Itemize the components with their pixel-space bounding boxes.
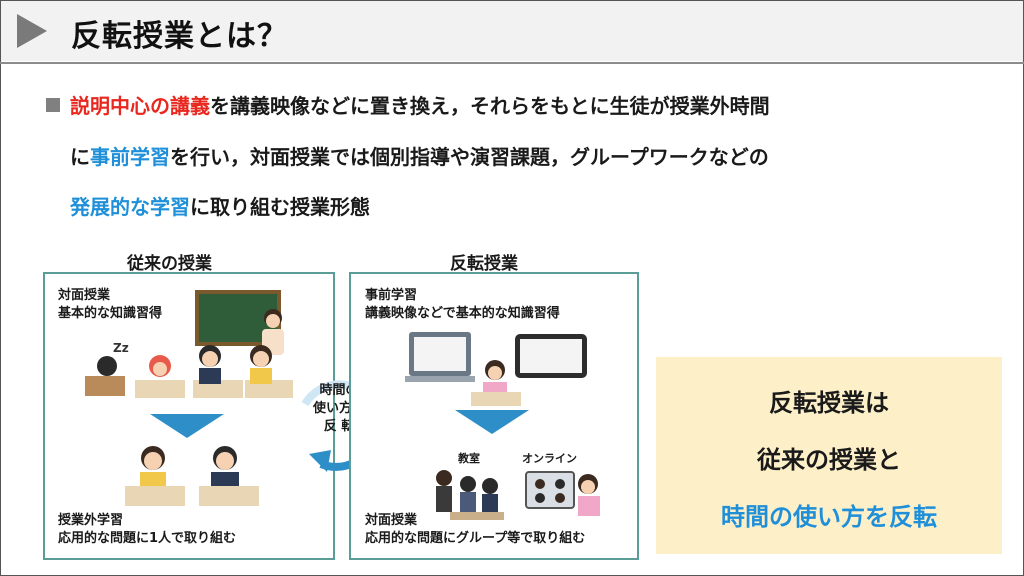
play-triangle-icon [17,14,47,48]
definition-text-2b: を行い，対面授業では個別指導や演習課題，グループワークなどの [170,145,769,169]
group-person-2 [460,476,476,492]
highlight-advanced-learning: 発展的な学習 [70,195,190,219]
group-work-illustration [436,470,600,520]
flipped-top-caption-1: 事前学習 [365,288,418,303]
sleep-z-icon: Zz [113,341,129,355]
desk-3 [193,380,243,398]
summary-box: 反転授業は 従来の授業と 時間の使い方を反転 [656,357,1002,554]
definition-text-2a: に [70,145,90,169]
video-learning-illustration [405,332,587,406]
header-divider [0,62,1024,64]
laptop-base [405,376,475,382]
traditional-bottom-caption-1: 授業外学習 [58,513,124,528]
header-bar: 反転授業とは？ [1,1,1023,61]
flipped-title: 反転授業 [450,254,518,274]
summary-line-3: 時間の使い方を反転 [721,503,937,531]
highlight-pre-learning: 事前学習 [90,145,170,169]
group-table [450,512,504,520]
cycle-label-1: 時間の [319,383,359,398]
definition-line-3: 発展的な学習に取り組む授業形態 [70,191,370,220]
summary-line-2: 従来の授業と [757,446,901,474]
traditional-top-caption-2: 基本的な知識習得 [58,306,163,321]
group-person-1 [436,470,452,486]
video-call-screen [525,471,575,509]
summary-line-1: 反転授業は [769,389,889,417]
cycle-arrowhead [309,450,331,472]
desk-homework-2 [199,486,259,506]
group-person-3 [482,478,498,494]
bullet-square-icon [46,98,60,112]
definition-text-3: に取り組む授業形態 [190,195,370,219]
traditional-top-caption-1: 対面授業 [58,288,111,303]
flipped-top-caption-2: 講義映像などで基本的な知識習得 [365,306,560,321]
home-desk [471,392,521,406]
flipped-bottom-caption-1: 対面授業 [365,513,418,528]
sleeping-student [97,356,117,376]
online-label: オンライン [522,452,577,465]
cycle-label-3: 反 転 [323,419,355,434]
homework-illustration [125,446,259,506]
desk-4 [245,380,293,398]
definition-line-2: に事前学習を行い，対面授業では個別指導や演習課題，グループワークなどの [70,141,769,170]
flipped-bottom-caption-2: 応用的な問題にグループ等で取り組む [365,531,586,546]
definition-line-1: 説明中心の講義を講義映像などに置き換え，それらをもとに生徒が授業外時間 [70,90,770,119]
traditional-panel [43,272,335,560]
definition-text-1: を講義映像などに置き換え，それらをもとに生徒が授業外時間 [210,94,770,118]
down-arrow-icon [150,414,224,438]
classroom-label: 教室 [458,452,480,465]
desk-1 [85,376,125,396]
down-arrow-icon-2 [455,410,529,434]
slide-title: 反転授業とは？ [71,19,288,54]
desk-homework-1 [125,486,185,506]
highlight-lecture: 説明中心の講義 [70,94,210,118]
desk-2 [135,380,185,398]
traditional-title: 従来の授業 [127,254,212,274]
traditional-bottom-caption-2: 応用的な問題に1人で取り組む [58,531,237,546]
classroom-illustration: Zz [85,290,293,398]
